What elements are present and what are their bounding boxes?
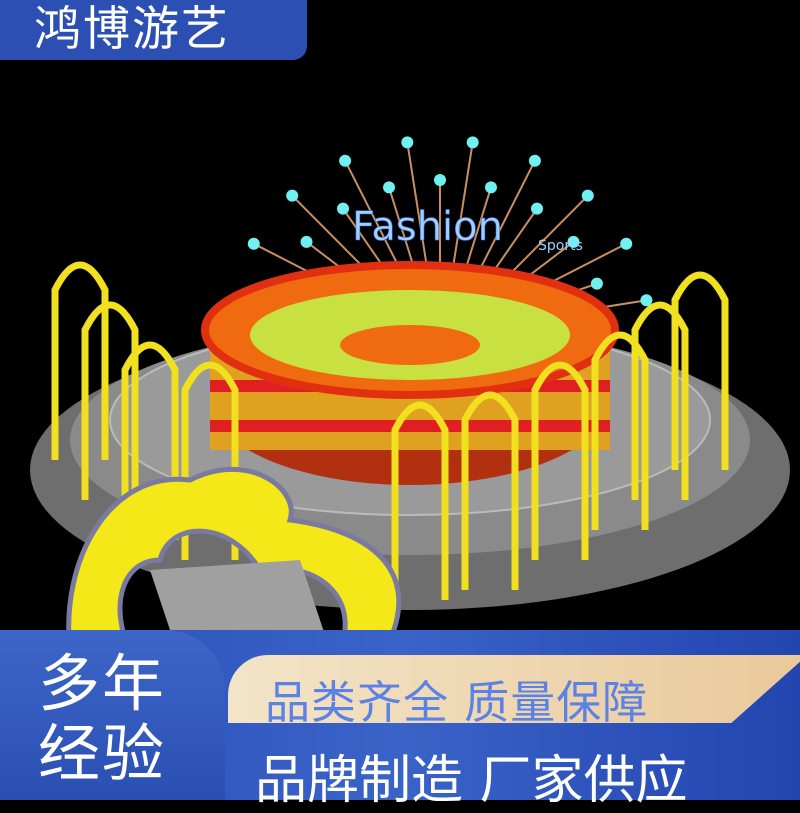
light-bulb [401,136,414,149]
light-bulb [286,189,299,202]
light-bulb [383,181,396,194]
arch [121,341,179,540]
light-bulb [620,237,633,250]
light-bulb [466,136,479,149]
light-bulb [530,202,543,215]
stripe [210,420,610,432]
arch [631,301,689,500]
arch [391,401,449,600]
arch [81,301,139,500]
light-bulb [581,189,594,202]
ride-hub [340,325,480,365]
sports-sign: Sports [538,238,583,254]
light-bulb [484,181,497,194]
light-bulb [567,235,580,248]
slogan-brand: 品牌制造 厂家供应 [255,751,688,811]
arch [181,361,239,560]
yellow-arches [51,261,729,600]
experience-panel [0,630,225,800]
light-bulb [528,154,541,167]
arch [531,361,589,560]
light-bulb [434,174,446,186]
beige-swoosh [228,655,800,723]
experience-line1: 多年 [38,647,167,720]
light-bulb [590,277,603,290]
fashion-sign: Fashion [352,204,503,250]
flower-gate [66,466,402,654]
arch [671,271,729,470]
light-bulb [640,294,653,307]
brand-title: 鸿博游艺 [0,0,307,60]
experience-line2: 经验 [38,717,167,790]
arch [461,391,519,590]
light-bulb [339,154,352,167]
light-bulb [300,235,313,248]
light-bulb [247,237,260,250]
arch [51,261,109,460]
arch [591,331,649,530]
light-bulb [337,202,350,215]
slogan-quality: 品类齐全 质量保障 [265,676,649,729]
